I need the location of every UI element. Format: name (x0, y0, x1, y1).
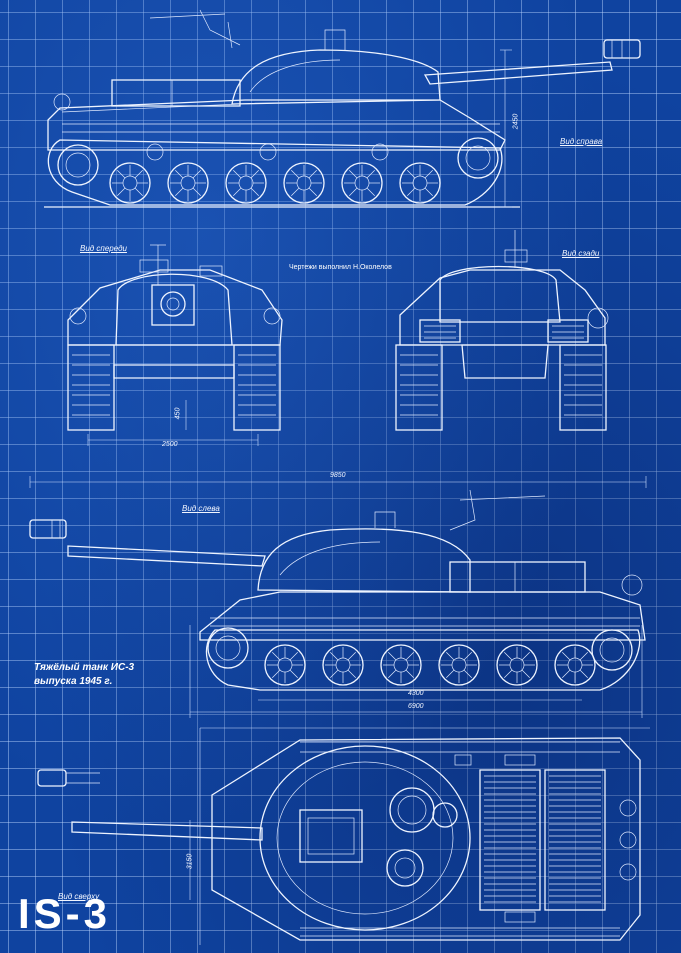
dim-top-width: 3150 (186, 853, 194, 870)
view-label-rear: Вид сзади (562, 249, 600, 258)
dim-hull-length: 6900 (408, 703, 424, 710)
view-label-top: Вид сверху (58, 892, 100, 901)
view-label-front: Вид спереди (80, 244, 127, 253)
view-label-left: Вид слева (182, 504, 220, 513)
front-view (67, 244, 283, 446)
rear-view (395, 230, 609, 431)
author-note: Чертежи выполнил Н.Околелов (289, 264, 392, 271)
view-label-right: Вид справа (560, 137, 603, 146)
side-view-left (29, 476, 647, 718)
dim-track-contact: 4300 (408, 690, 424, 697)
dim-height: 2450 (512, 113, 520, 130)
dim-overall-length: 9850 (330, 472, 346, 479)
caption-line-2: выпуска 1945 г. (34, 676, 113, 687)
tank-caption: Тяжёлый танк ИС-3 выпуска 1945 г. (34, 661, 134, 689)
dim-ground-clearance: 450 (174, 407, 182, 420)
dim-front-width: 2500 (162, 441, 178, 448)
top-view (37, 727, 650, 945)
caption-line-1: Тяжёлый танк ИС-3 (34, 662, 135, 673)
page-title: IS-3 (18, 890, 112, 937)
side-view-right (44, 9, 641, 208)
